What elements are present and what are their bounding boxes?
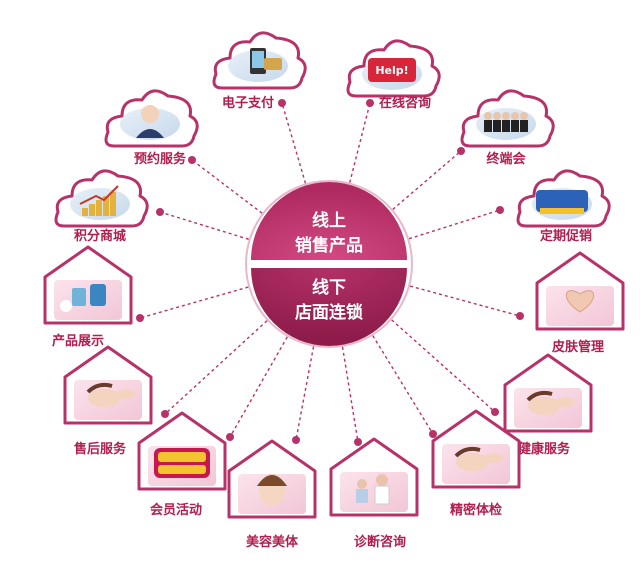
service-node[interactable]: 健康服务 bbox=[503, 353, 593, 457]
service-node[interactable]: 电子支付 bbox=[212, 31, 307, 111]
connector-dot bbox=[156, 208, 164, 216]
connector-line bbox=[281, 102, 330, 265]
service-node[interactable]: 终端会 bbox=[460, 89, 555, 167]
connector-dot bbox=[136, 314, 144, 322]
svg-text:Help!: Help! bbox=[375, 64, 408, 77]
beauty-face-icon bbox=[238, 474, 306, 514]
center-hub: 线上 销售产品 线下 店面连锁 bbox=[245, 180, 413, 348]
service-label: 定期促销 bbox=[539, 228, 592, 244]
phone-call-icon bbox=[120, 105, 180, 140]
service-node[interactable]: 会员活动 bbox=[137, 411, 227, 518]
connector-dot bbox=[278, 99, 286, 107]
connector-dot bbox=[188, 156, 196, 164]
doctor-icon bbox=[340, 472, 408, 512]
service-node[interactable]: 售后服务 bbox=[63, 345, 153, 457]
service-label: 美容美体 bbox=[246, 534, 299, 550]
massage-icon bbox=[74, 380, 142, 420]
connector-dot bbox=[496, 206, 504, 214]
service-label: 会员活动 bbox=[150, 502, 202, 518]
service-label: 预约服务 bbox=[134, 151, 187, 167]
connector-dot bbox=[292, 436, 300, 444]
service-label: 积分商城 bbox=[74, 228, 126, 244]
sale-badge-icon bbox=[532, 188, 592, 220]
coins-chart-icon bbox=[70, 185, 130, 220]
connector-dot bbox=[429, 430, 437, 438]
connector-line bbox=[328, 102, 371, 265]
connector-dot bbox=[491, 408, 499, 416]
connector-dot bbox=[354, 438, 362, 446]
help-key-icon: Help! bbox=[362, 58, 422, 90]
connector-line bbox=[191, 159, 330, 265]
service-label: 在线咨询 bbox=[379, 95, 431, 111]
connector-dot bbox=[457, 147, 465, 155]
service-node[interactable]: 皮肤管理 bbox=[535, 251, 625, 355]
service-label: 皮肤管理 bbox=[551, 339, 604, 355]
connector-dot bbox=[226, 433, 234, 441]
connector-dot bbox=[516, 312, 524, 320]
service-label: 终端会 bbox=[486, 151, 526, 167]
center-top-line2: 销售产品 bbox=[295, 235, 363, 256]
service-node[interactable]: 预约服务 bbox=[104, 89, 199, 167]
service-label: 精密体检 bbox=[450, 502, 502, 518]
online-half bbox=[251, 182, 407, 260]
center-top-line1: 线上 bbox=[312, 210, 346, 231]
meeting-icon bbox=[476, 108, 536, 140]
service-label: 电子支付 bbox=[222, 95, 274, 111]
phone-payment-icon bbox=[228, 48, 288, 82]
hand-care-icon bbox=[514, 388, 582, 428]
connector-line bbox=[328, 150, 462, 265]
service-node[interactable]: 精密体检 bbox=[431, 409, 521, 518]
service-node[interactable]: Help! 在线咨询 bbox=[346, 39, 441, 111]
connector-dot bbox=[161, 410, 169, 418]
center-bottom-line2: 店面连锁 bbox=[295, 302, 363, 323]
face-treatment-icon bbox=[442, 444, 510, 484]
service-node[interactable]: 积分商城 bbox=[54, 169, 149, 244]
member-badge-icon bbox=[148, 446, 216, 486]
heart-hands-icon bbox=[546, 286, 614, 326]
service-node[interactable]: 美容美体 bbox=[227, 439, 317, 550]
service-label: 售后服务 bbox=[74, 441, 127, 457]
service-node[interactable]: 定期促销 bbox=[516, 169, 611, 244]
connector-dot bbox=[366, 99, 374, 107]
service-node[interactable]: 产品展示 bbox=[43, 245, 133, 349]
service-label: 产品展示 bbox=[52, 333, 104, 349]
center-bottom-line1: 线下 bbox=[312, 277, 346, 298]
offline-half bbox=[251, 268, 407, 346]
service-node[interactable]: 诊断咨询 bbox=[329, 437, 419, 550]
cosmetics-icon bbox=[54, 280, 122, 320]
service-label: 健康服务 bbox=[518, 441, 571, 457]
service-label: 诊断咨询 bbox=[354, 534, 406, 550]
